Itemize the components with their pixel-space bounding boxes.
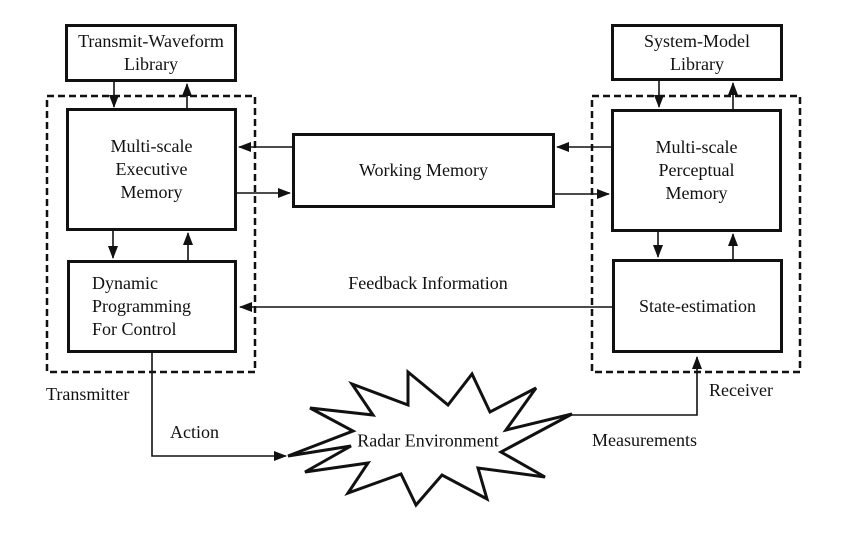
- box-state-estimation: State-estimation: [612, 259, 783, 353]
- arrow-measurements: [570, 356, 702, 416]
- box-system-model-library-label: System-Model Library: [644, 30, 750, 74]
- measurements-label: Measurements: [592, 430, 697, 450]
- transmitter-label: Transmitter: [46, 384, 130, 404]
- radar-environment-label: Radar Environment: [357, 430, 499, 451]
- box-working-memory-label: Working Memory: [358, 160, 489, 180]
- box-dynamic-programming-label: Dynamic Programming For Control: [92, 273, 191, 339]
- receiver-dashed-frame: [590, 94, 802, 374]
- box-state-estimation-label: State-estimation: [639, 295, 756, 316]
- box-executive-memory-label: Multi-scale Executive Memory: [110, 136, 193, 202]
- box-perceptual-memory-label: Multi-scale Perceptual Memory: [655, 137, 738, 203]
- box-executive-memory: Multi-scale Executive Memory: [66, 108, 237, 231]
- receiver-label: Receiver: [709, 380, 773, 400]
- box-dynamic-programming: Dynamic Programming For Control: [67, 260, 237, 353]
- arrow-action: [151, 353, 287, 461]
- box-transmit-waveform-library-label: Transmit-Waveform Library: [78, 31, 224, 74]
- transmitter-dashed-frame: [45, 94, 257, 374]
- box-transmit-waveform-library: Transmit-Waveform Library: [65, 24, 237, 82]
- radar-environment-burst: [287, 368, 573, 508]
- feedback-information-label: Feedback Information: [348, 273, 508, 293]
- box-system-model-library: System-Model Library: [611, 24, 783, 81]
- box-working-memory: Working Memory: [292, 133, 555, 208]
- action-label: Action: [170, 422, 219, 442]
- box-perceptual-memory: Multi-scale Perceptual Memory: [611, 109, 782, 232]
